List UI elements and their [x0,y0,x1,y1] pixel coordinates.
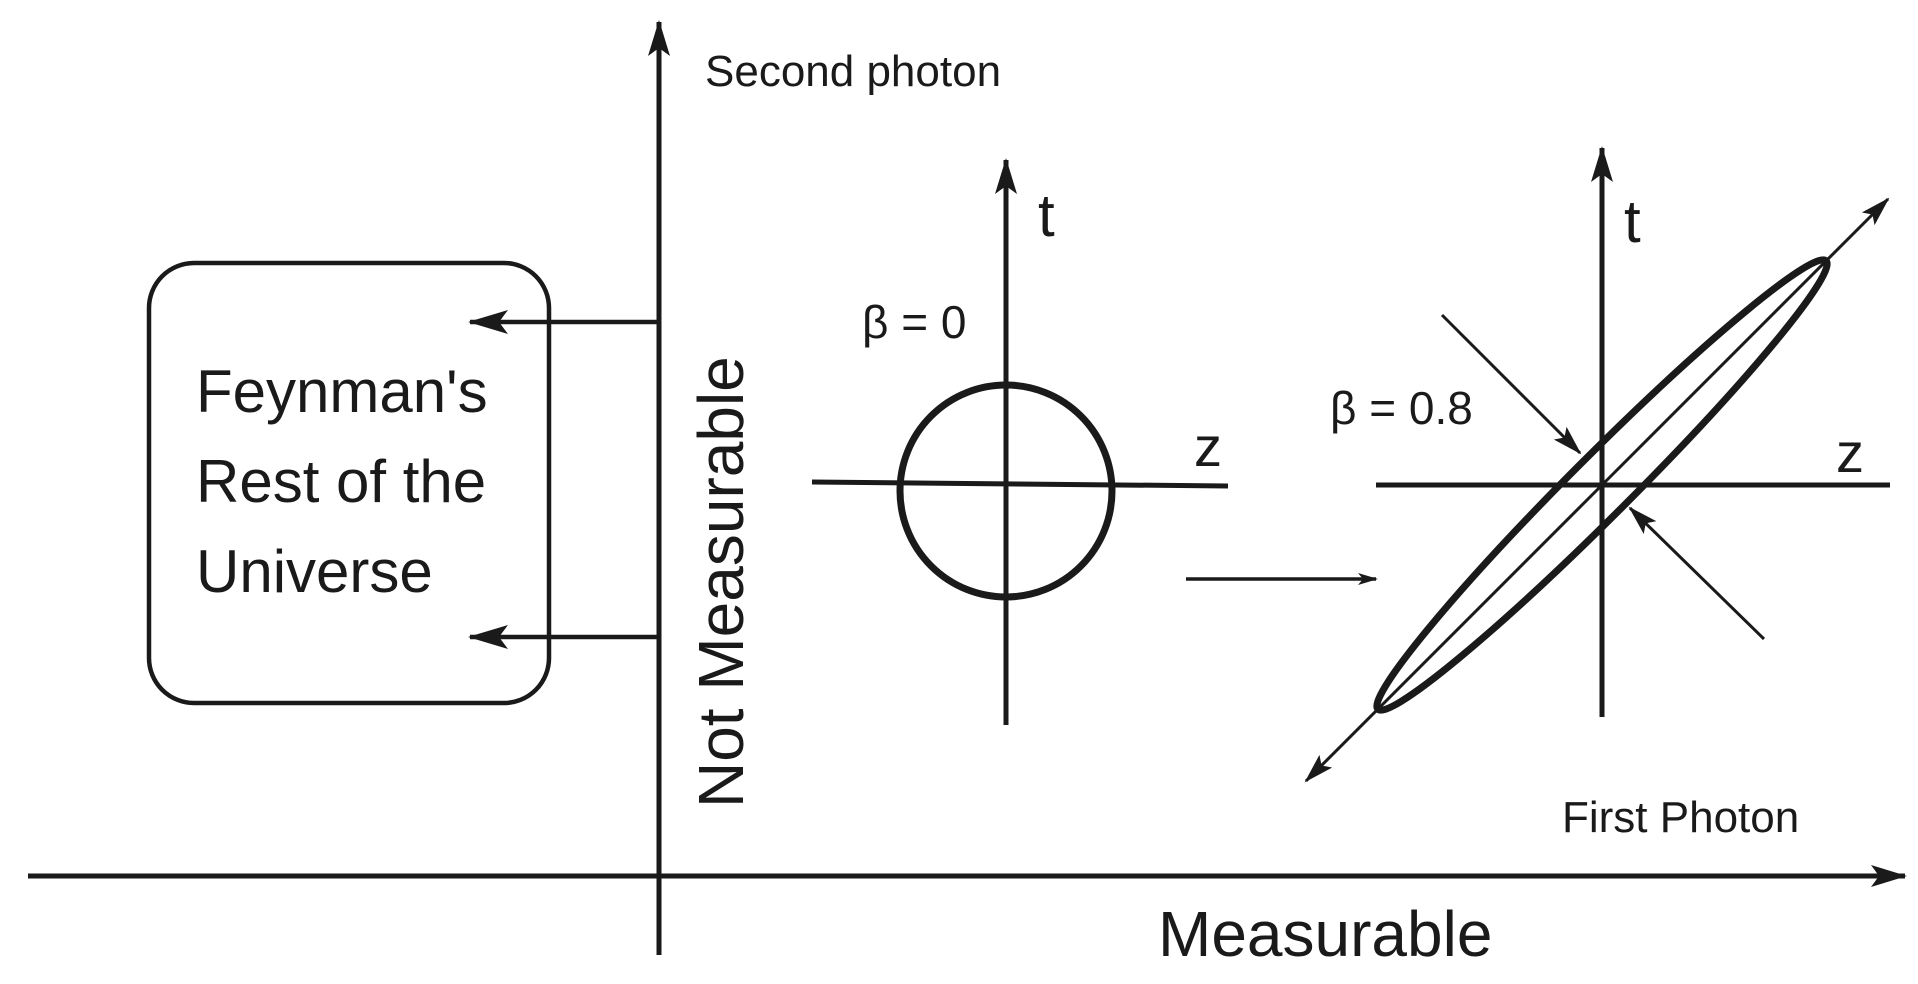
moving-frame-beta-label: β = 0.8 [1330,382,1473,434]
horizontal-axis-label: Measurable [1158,898,1492,970]
rest-frame-t-label: t [1038,182,1055,249]
not-measurable-label: Not Measurable [685,356,757,808]
light-cone-diagonal-lower [1304,483,1604,783]
rest-frame-z-label: z [1194,415,1222,478]
box-line-3: Universe [196,538,433,605]
boosted-ellipse [1373,256,1831,714]
moving-frame-z-label: z [1836,421,1864,484]
compression-arrow-upper [1440,313,1582,455]
box-line-1: Feynman's [196,358,488,425]
vertical-axis-label: Second photon [705,47,1001,96]
moving-frame-t-label: t [1624,188,1641,255]
rest-frame-beta-label: β = 0 [862,296,966,348]
rest-frame-z-axis [811,479,1229,489]
light-cone-diagonal [1600,197,1890,487]
rest-of-universe-box [146,260,552,706]
box-line-2: Rest of the [196,448,486,515]
compression-arrow-lower [1628,506,1766,641]
rest-frame-circle [896,381,1116,601]
first-photon-label: First Photon [1562,793,1799,842]
